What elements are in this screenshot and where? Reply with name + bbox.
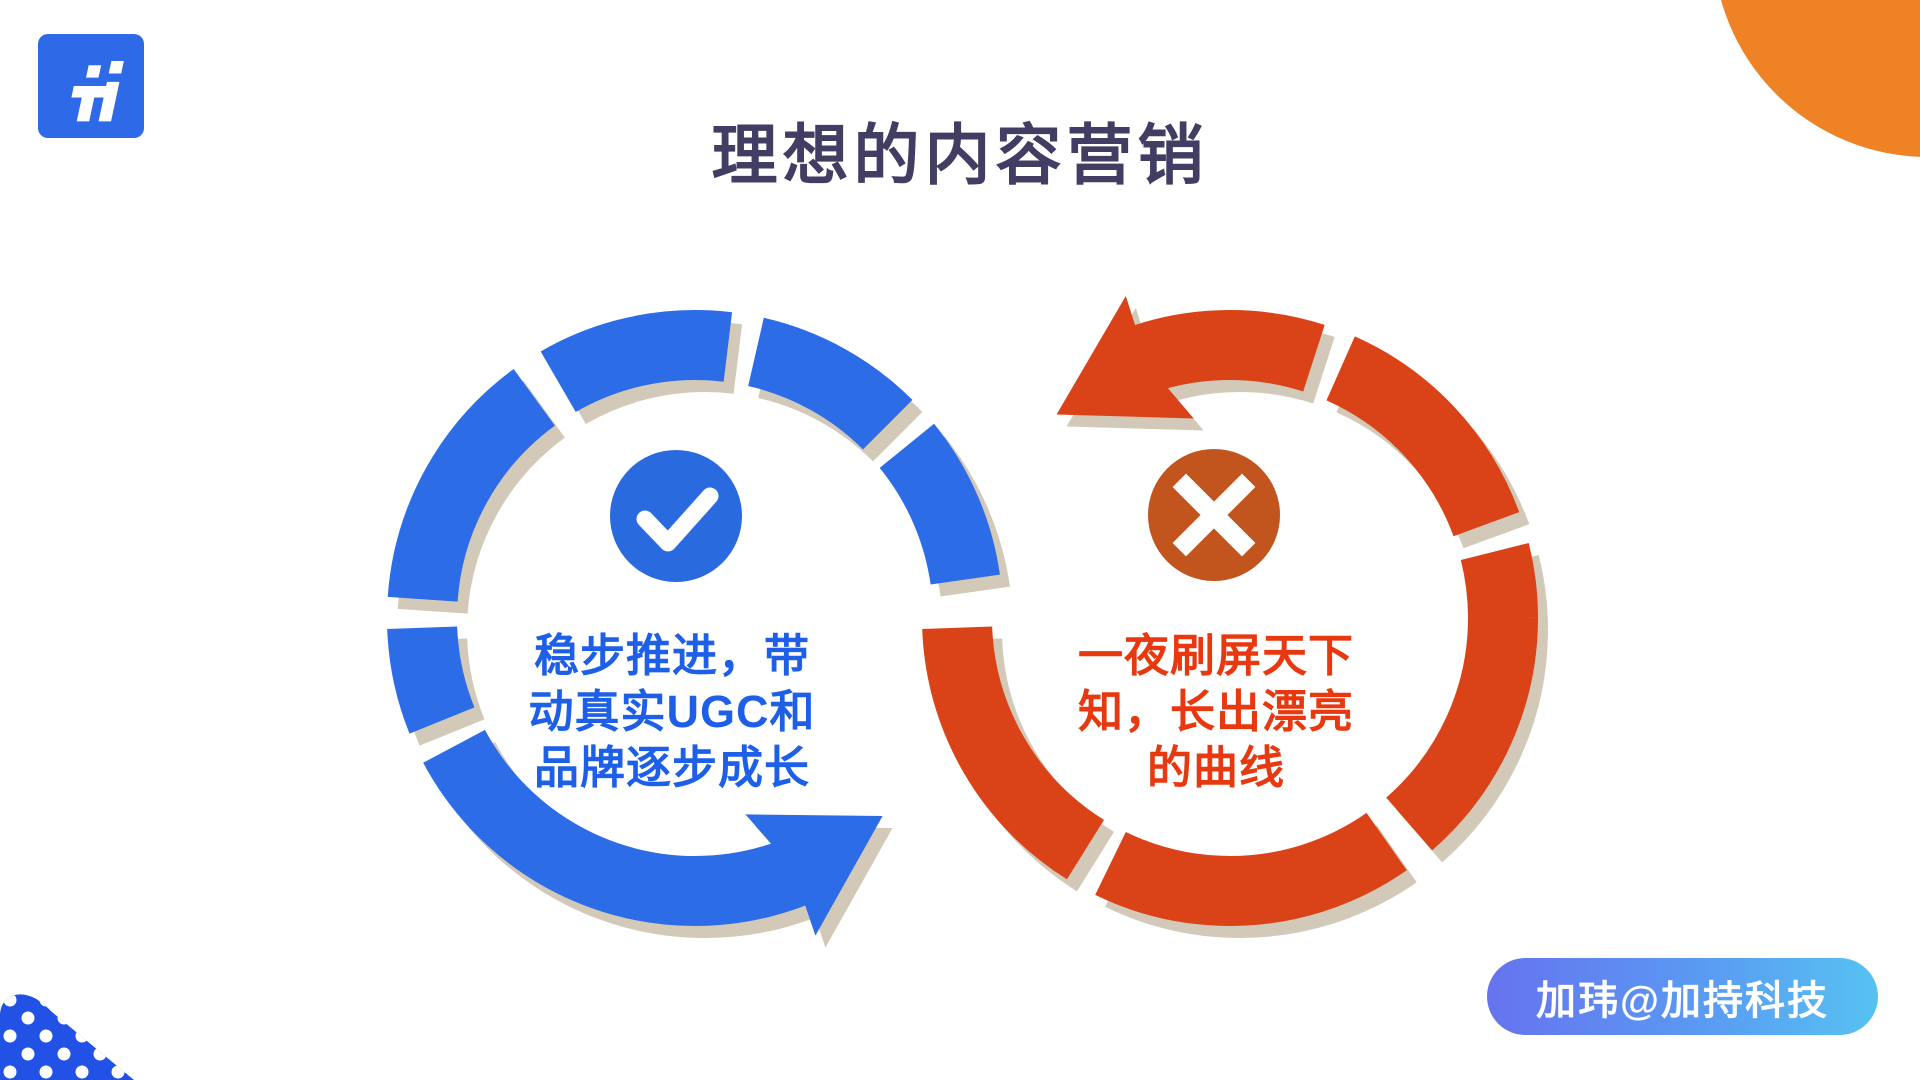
negative-text-block: 一夜刷屏天下 知，长出漂亮 的曲线	[991, 628, 1441, 796]
brand-logo	[38, 34, 144, 138]
logo-ii-icon	[71, 61, 124, 122]
blue-ring	[387, 310, 1003, 926]
dotted-mound-decoration	[0, 994, 134, 1080]
watermark-badge: 加玮@加持科技	[1487, 958, 1878, 1035]
red-ring	[922, 310, 1538, 926]
cross-icon	[1148, 449, 1280, 581]
page-title: 理想的内容营销	[711, 118, 1209, 192]
negative-line-1: 一夜刷屏天下	[1077, 630, 1354, 681]
positive-line-3: 品牌逐步成长	[533, 742, 810, 793]
check-icon	[610, 450, 742, 582]
watermark-text: 加玮@加持科技	[1535, 978, 1829, 1023]
red-arrowhead-icon	[1056, 296, 1194, 419]
positive-line-2: 动真实UGC和	[528, 686, 816, 737]
blue-arrowhead-icon	[745, 814, 883, 936]
positive-text-block: 稳步推进，带 动真实UGC和 品牌逐步成长	[447, 628, 897, 796]
positive-line-1: 稳步推进，带	[533, 630, 810, 681]
negative-line-3: 的曲线	[1146, 742, 1285, 793]
negative-line-2: 知，长出漂亮	[1077, 686, 1354, 737]
